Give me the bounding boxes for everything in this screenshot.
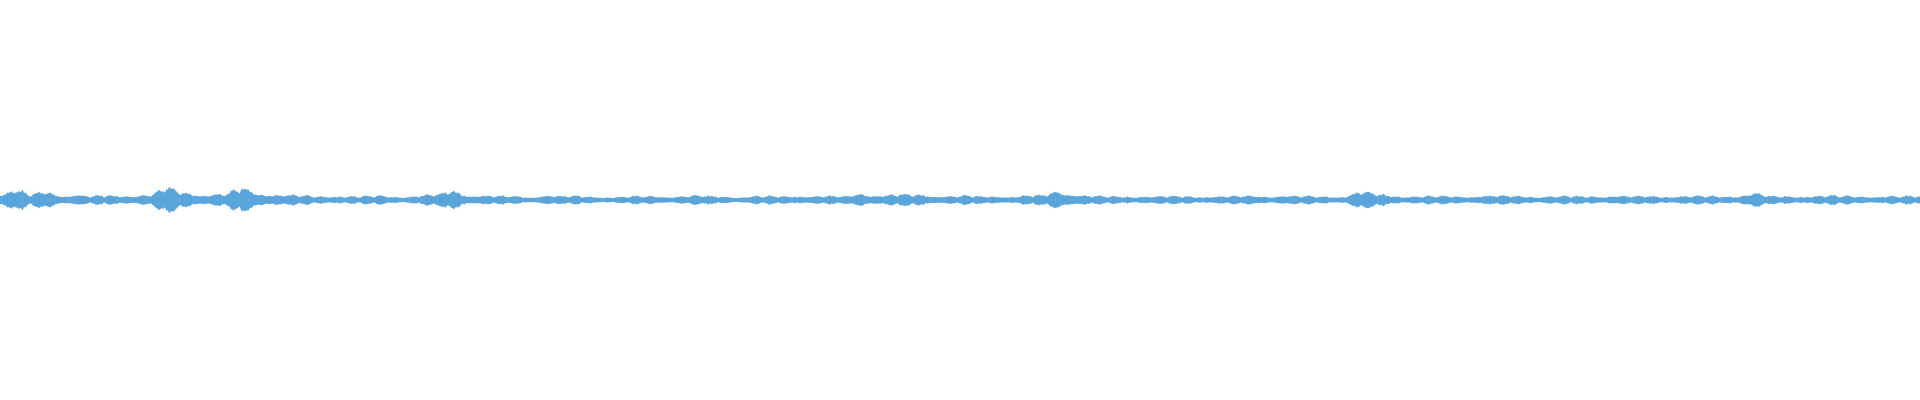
waveform-envelope <box>0 187 1920 213</box>
